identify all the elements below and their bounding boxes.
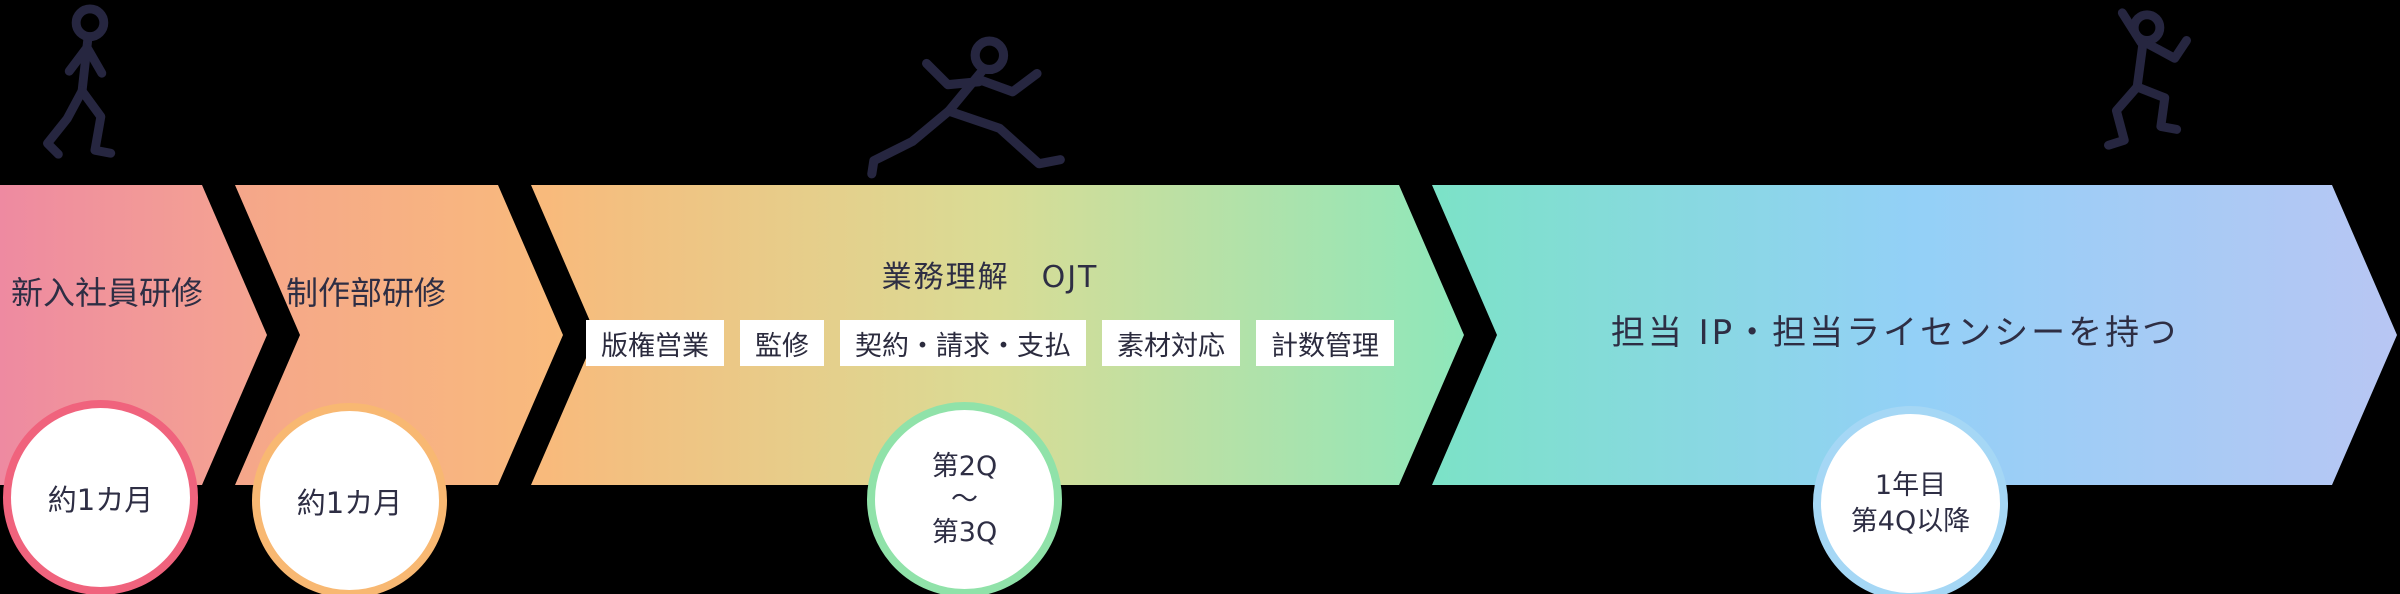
duration-text: 第3Q	[931, 517, 998, 548]
duration-text: 約1カ月	[296, 485, 403, 520]
jumping-person-icon	[2104, 8, 2191, 150]
step-1-label: 新入社員研修	[10, 274, 203, 312]
ojt-tag: 契約・請求・支払	[840, 320, 1086, 366]
ojt-tag: 監修	[740, 320, 824, 366]
step-2-label: 制作部研修	[285, 274, 446, 312]
ojt-tag: 版権営業	[586, 320, 724, 366]
duration-text: 約1カ月	[47, 482, 154, 517]
step-4-duration-badge: 1年目 第4Q以降	[1813, 406, 2008, 594]
running-person-icon	[867, 36, 1065, 179]
ojt-task-tags: 版権営業 監修 契約・請求・支払 素材対応 計数管理	[586, 320, 1394, 366]
step-3-duration-badge: 第2Q 〜 第3Q	[867, 402, 1062, 594]
ojt-tag: 計数管理	[1256, 320, 1394, 366]
step-3-label: 業務理解 OJT	[881, 260, 1099, 295]
step-1-duration-badge: 約1カ月	[3, 400, 198, 594]
duration-text: 〜	[951, 484, 978, 515]
walking-person-icon	[43, 4, 116, 159]
duration-text: 第2Q	[931, 451, 998, 482]
step-4-label: 担当 IP・担当ライセンシーを持つ	[1610, 313, 2180, 353]
ojt-tag: 素材対応	[1102, 320, 1240, 366]
step-2-duration-badge: 約1カ月	[252, 403, 447, 594]
duration-text: 第4Q以降	[1850, 505, 1971, 537]
duration-text: 1年目	[1874, 469, 1947, 501]
